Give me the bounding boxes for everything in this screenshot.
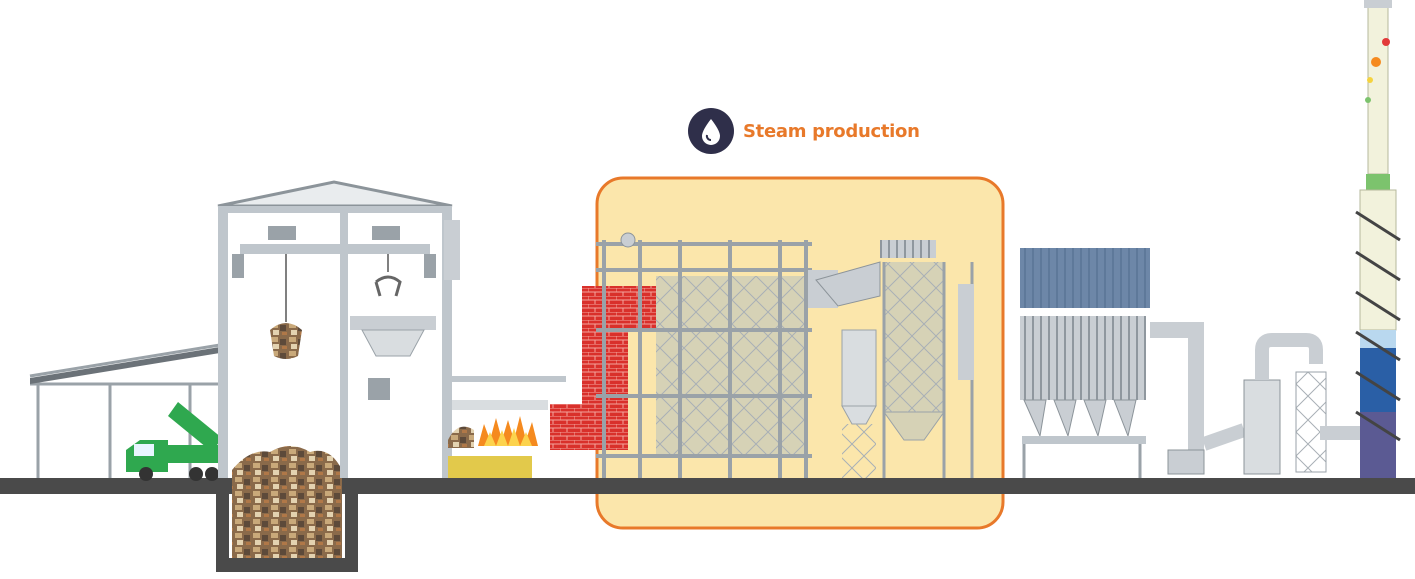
water-drop-icon (688, 108, 734, 154)
bag-filter (1020, 248, 1150, 478)
waste-pit (216, 446, 358, 572)
scrubber (1243, 333, 1360, 475)
flue-duct (815, 261, 881, 307)
flame-shape (478, 416, 538, 446)
id-fan (1150, 322, 1247, 475)
steam-production-label: Steam production (688, 108, 920, 154)
garbage-truck (126, 402, 227, 481)
stage-label-text: Steam production (743, 120, 920, 142)
furnace-grate (448, 376, 566, 478)
chimney-stack (1355, 0, 1401, 478)
bunker-building (217, 180, 460, 478)
boiler-structure (596, 232, 838, 478)
economizer (841, 240, 974, 478)
